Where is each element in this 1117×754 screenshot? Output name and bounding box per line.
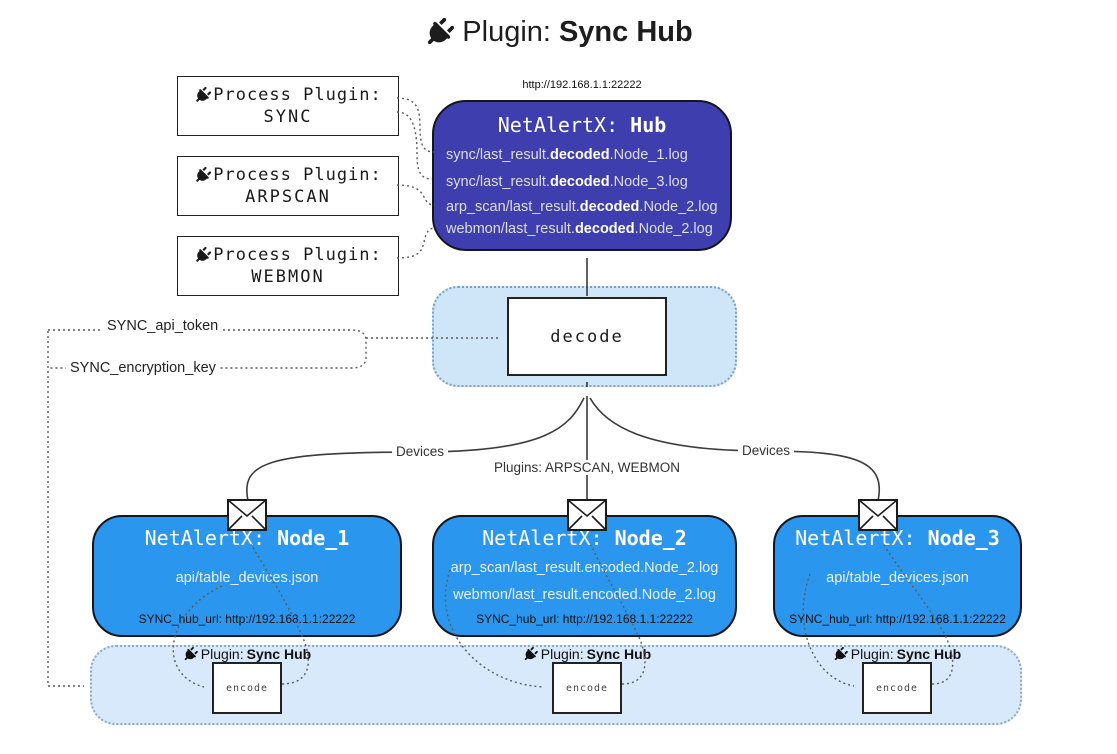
node-1-box: NetAlertX: Node_1 api/table_devices.json… (92, 515, 402, 637)
hub-log-line: webmon/last_result.decoded.Node_2.log (446, 221, 713, 237)
devices-edge-label-left: Devices (391, 444, 449, 459)
node-line: api/table_devices.json (175, 570, 319, 586)
plug-icon (194, 87, 211, 104)
node-3-box: NetAlertX: Node_3 api/table_devices.json… (773, 515, 1022, 637)
process-plugin-name: SYNC (263, 107, 313, 127)
node-hub-url: SYNC_hub_url: http://192.168.1.1:22222 (789, 612, 1006, 626)
node-hub-url: SYNC_hub_url: http://192.168.1.1:22222 (138, 612, 356, 626)
plug-icon (194, 167, 211, 184)
envelope-icon (567, 499, 607, 531)
plug-icon (194, 247, 211, 264)
process-plugin-name: ARPSCAN (245, 187, 331, 207)
hub-url-label: http://192.168.1.1:22222 (522, 79, 642, 91)
edge-sync-to-hub-line2 (396, 111, 433, 180)
plugins-edge-label-center: Plugins: ARPSCAN, WEBMON (489, 460, 685, 475)
edge-sync-to-hub-line1 (396, 97, 435, 153)
sync-api-token-label: SYNC_api_token (103, 318, 223, 334)
encode-box: encode (862, 662, 932, 714)
hub-box: NetAlertX: Hub sync/last_result.decoded.… (432, 100, 732, 251)
encode-box: encode (212, 662, 282, 714)
plug-icon (424, 18, 454, 48)
process-plugin-label: Process Plugin: (213, 85, 382, 105)
decode-box: decode (507, 297, 667, 376)
encode-section-label: Plugin: Sync Hub (523, 646, 651, 662)
page-title-bold: Sync Hub (558, 16, 693, 48)
process-plugin-label: Process Plugin: (213, 165, 382, 185)
node-line: api/table_devices.json (826, 570, 969, 586)
process-plugin-label: Process Plugin: (213, 245, 382, 265)
plug-icon (183, 647, 198, 662)
encode-section-label: Plugin: Sync Hub (183, 646, 311, 662)
node-line: webmon/last_result.encoded.Node_2.log (453, 587, 716, 603)
edge-webmon-to-hub-line4 (396, 227, 436, 259)
encode-section-label: Plugin: Sync Hub (833, 646, 961, 662)
process-plugin-box-webmon: Process Plugin: WEBMON (177, 236, 399, 296)
sync-encryption-key-label: SYNC_encryption_key (66, 360, 220, 376)
edge-arpscan-to-hub-line3 (396, 184, 436, 206)
node-line: arp_scan/last_result.encoded.Node_2.log (450, 560, 719, 576)
edge-node3-devices (589, 397, 880, 502)
node-hub-url: SYNC_hub_url: http://192.168.1.1:22222 (476, 612, 693, 626)
hub-log-line: sync/last_result.decoded.Node_3.log (446, 174, 688, 190)
node-2-box: NetAlertX: Node_2 arp_scan/last_result.e… (432, 515, 737, 637)
encode-box: encode (552, 662, 622, 714)
plug-icon (833, 647, 848, 662)
process-plugin-box-sync: Process Plugin: SYNC (177, 76, 399, 136)
envelope-icon (227, 499, 267, 531)
page-title-prefix: Plugin: (462, 16, 551, 48)
plug-icon (523, 647, 538, 662)
hub-log-line: sync/last_result.decoded.Node_1.log (446, 147, 688, 163)
devices-edge-label-right: Devices (737, 443, 795, 458)
hub-log-line: arp_scan/last_result.decoded.Node_2.log (446, 199, 718, 215)
page-title: Plugin: Sync Hub (0, 16, 1117, 49)
process-plugin-name: WEBMON (251, 267, 325, 287)
hub-title: NetAlertX: Hub (497, 113, 667, 137)
process-plugin-box-arpscan: Process Plugin: ARPSCAN (177, 156, 399, 216)
envelope-icon (858, 499, 898, 531)
edge-token-to-encode-panel (47, 331, 84, 687)
